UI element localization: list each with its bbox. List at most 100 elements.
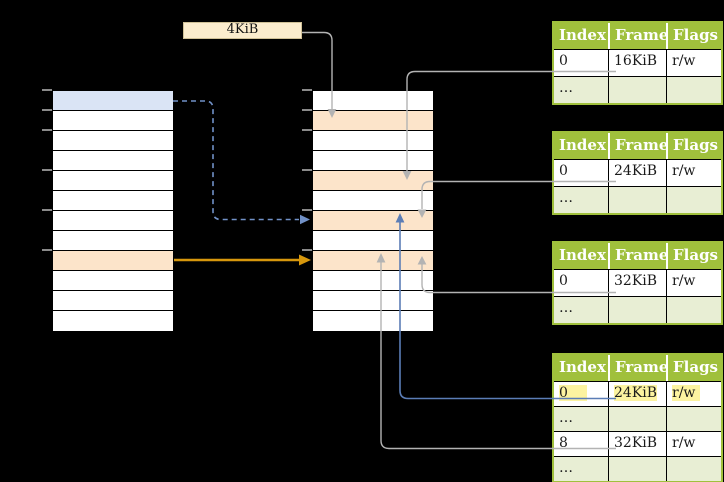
table-cell	[608, 187, 666, 213]
memory-row	[313, 271, 433, 291]
memory-row	[53, 251, 173, 271]
tick-mark	[42, 169, 52, 171]
virtual-memory-column	[52, 90, 174, 332]
table-cell: …	[559, 460, 573, 476]
column-header: Frame	[608, 23, 666, 49]
table-row: …	[554, 406, 721, 431]
column-header: Frame	[608, 243, 666, 269]
column-header: Index	[559, 136, 606, 154]
memory-row	[53, 171, 173, 191]
column-header: Flags	[666, 23, 721, 49]
connector-virtual-dashed-line	[173, 100, 299, 221]
table-row: 0 24KiB r/w	[554, 381, 721, 406]
table-cell: 0	[559, 53, 568, 69]
memory-row	[53, 211, 173, 231]
table-cell: 16KiB	[608, 50, 666, 76]
table-cell: 24KiB	[608, 382, 666, 406]
column-header: Index	[559, 358, 606, 376]
table-cell: 32KiB	[608, 432, 666, 456]
arrowhead-virtual-dashed-right	[300, 214, 310, 225]
tick-mark	[42, 249, 52, 251]
table-row: …	[554, 186, 721, 213]
column-header: Flags	[666, 133, 721, 159]
memory-row	[313, 291, 433, 311]
table-cell	[608, 457, 666, 481]
memory-row	[313, 231, 433, 251]
memory-row	[313, 131, 433, 151]
memory-row	[53, 311, 173, 331]
memory-row	[53, 91, 173, 111]
memory-row	[313, 211, 433, 231]
table-cell: r/w	[666, 50, 721, 76]
table-cell	[666, 187, 721, 213]
table-row: …	[554, 296, 721, 323]
table-row: …	[554, 76, 721, 103]
column-header: Frame	[608, 133, 666, 159]
column-header: Frame	[608, 355, 666, 381]
table-cell: …	[559, 190, 573, 206]
memory-row	[53, 111, 173, 131]
memory-row	[313, 91, 433, 111]
memory-row	[313, 111, 433, 131]
tick-mark	[42, 89, 52, 91]
table-row: …	[554, 456, 721, 481]
physical-memory-column	[312, 90, 434, 332]
table-cell: 0	[559, 273, 568, 289]
memory-row	[53, 131, 173, 151]
table-cell: r/w	[666, 382, 721, 406]
table-cell: r/w	[666, 270, 721, 296]
table-cell	[608, 77, 666, 103]
tick-mark	[302, 249, 312, 251]
table-cell	[608, 407, 666, 431]
table-cell: …	[559, 410, 573, 426]
memory-row	[313, 251, 433, 271]
table-cell: 8	[559, 435, 568, 451]
table-cell	[608, 297, 666, 323]
memory-row	[53, 291, 173, 311]
memory-row	[53, 271, 173, 291]
column-header: Flags	[666, 355, 721, 381]
page-size-label: 4KiB	[183, 22, 302, 39]
highlighted-value: r/w	[672, 385, 700, 401]
arrowhead-virtual-orange-right	[299, 254, 311, 266]
table-cell: r/w	[666, 432, 721, 456]
tick-mark	[302, 209, 312, 211]
table-cell: 0	[554, 382, 608, 406]
table-cell: 32KiB	[608, 270, 666, 296]
tick-mark	[42, 129, 52, 131]
memory-row	[313, 191, 433, 211]
table-cell	[666, 457, 721, 481]
table-cell: …	[559, 300, 573, 316]
table-cell: 0	[559, 163, 568, 179]
table-cell: …	[559, 80, 573, 96]
memory-row	[313, 171, 433, 191]
table-cell	[666, 297, 721, 323]
table-cell: r/w	[666, 160, 721, 186]
memory-row	[313, 151, 433, 171]
memory-row	[313, 311, 433, 331]
memory-row	[53, 191, 173, 211]
tick-mark	[302, 89, 312, 91]
highlighted-value: 24KiB	[614, 385, 658, 401]
highlighted-value: 0	[559, 385, 587, 401]
table-cell	[666, 77, 721, 103]
tick-mark	[302, 109, 312, 111]
table-cell	[666, 407, 721, 431]
memory-row	[53, 231, 173, 251]
table-cell: 24KiB	[608, 160, 666, 186]
tick-mark	[302, 129, 312, 131]
tick-mark	[42, 109, 52, 111]
memory-row	[53, 151, 173, 171]
column-header: Index	[559, 246, 606, 264]
column-header: Index	[559, 26, 606, 44]
column-header: Flags	[666, 243, 721, 269]
